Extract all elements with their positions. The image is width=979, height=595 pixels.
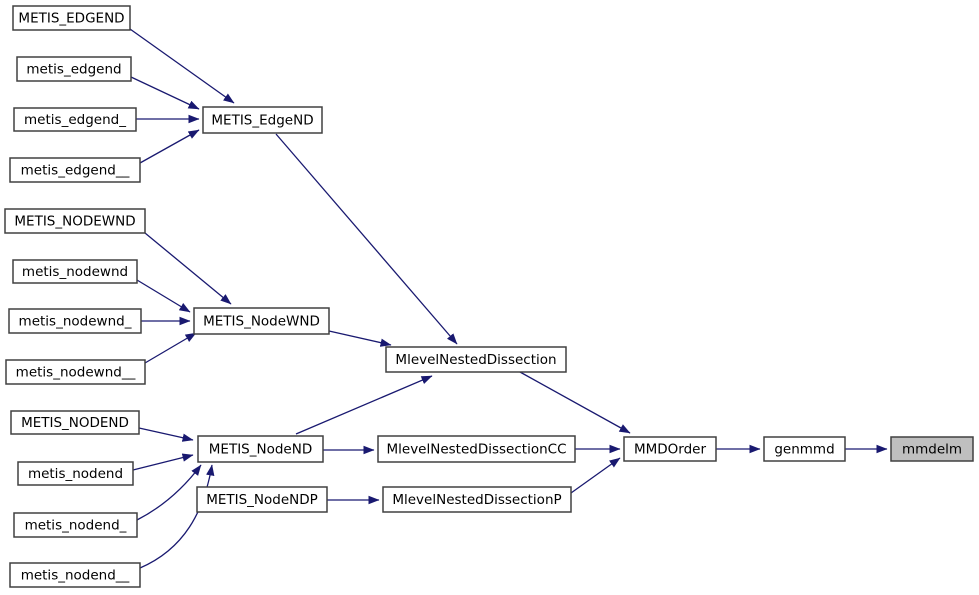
node-label: METIS_NODEND: [21, 415, 129, 431]
node-box[interactable]: [196, 486, 328, 513]
node-label: MlevelNestedDissectionCC: [386, 442, 566, 458]
node-box[interactable]: [12, 259, 138, 284]
node-label: metis_nodewnd_: [19, 314, 132, 330]
edge-METIS_NODEWND-to-METIS_NodeWND: [144, 232, 232, 305]
node-METIS_NODEND[interactable]: METIS_NODEND: [10, 410, 140, 435]
edge-METIS_NodeND-to-MlevelNestedDissection: [295, 375, 433, 435]
edge-metis_nodend-to-METIS_NodeND: [132, 453, 194, 471]
edge-metis_nodend_-to-METIS_NodeND: [136, 464, 202, 521]
node-box[interactable]: [10, 410, 140, 435]
node-label: metis_nodend__: [21, 568, 130, 584]
edge-metis_nodewnd-to-METIS_NodeWND: [136, 279, 191, 313]
node-label: MMDOrder: [634, 442, 707, 458]
node-box[interactable]: [193, 307, 330, 335]
node-label: METIS_EDGEND: [18, 11, 124, 27]
node-metis_edgend_[interactable]: metis_edgend_: [13, 107, 137, 132]
node-MMDOrder[interactable]: MMDOrder: [623, 436, 717, 462]
edge-metis_edgend-to-METIS_EdgeND: [130, 76, 200, 110]
node-metis_nodend__[interactable]: metis_nodend__: [9, 562, 141, 588]
node-label: metis_nodewnd: [22, 264, 128, 280]
node-metis_nodend_[interactable]: metis_nodend_: [13, 512, 138, 538]
graph-edges: [129, 28, 888, 569]
graph-nodes: METIS_EDGEND metis_edgend metis_edgend_ …: [4, 5, 974, 588]
node-box[interactable]: [4, 208, 146, 234]
node-metis_edgend[interactable]: metis_edgend: [16, 56, 132, 82]
edge-MlevelNestedDissectionP-to-MMDOrder: [570, 457, 621, 494]
node-METIS_NODEWND[interactable]: METIS_NODEWND: [4, 208, 146, 234]
edge-METIS_NodeWND-to-MlevelNestedDissection: [328, 330, 392, 347]
edge-metis_nodend__-to-METIS_NodeND: [139, 464, 215, 569]
node-box[interactable]: [17, 461, 134, 486]
node-box[interactable]: [5, 359, 146, 385]
node-METIS_NodeWND[interactable]: METIS_NodeWND: [193, 307, 330, 335]
node-box[interactable]: [623, 436, 717, 462]
node-metis_edgend__[interactable]: metis_edgend__: [9, 157, 141, 183]
node-label: METIS_EdgeND: [211, 113, 313, 129]
node-metis_nodewnd[interactable]: metis_nodewnd: [12, 259, 138, 284]
node-label: METIS_NodeNDP: [206, 492, 318, 508]
node-label: metis_edgend: [26, 62, 121, 78]
node-box[interactable]: [202, 106, 323, 134]
node-box[interactable]: [12, 5, 131, 31]
node-box[interactable]: [377, 435, 576, 463]
node-label: metis_edgend_: [24, 112, 126, 128]
node-metis_nodend[interactable]: metis_nodend: [17, 461, 134, 486]
node-MlevelNestedDissectionP[interactable]: MlevelNestedDissectionP: [382, 486, 572, 513]
edge-METIS_NODEND-to-METIS_NodeND: [138, 427, 194, 442]
node-box[interactable]: [8, 308, 142, 334]
node-label: genmmd: [774, 442, 834, 458]
node-box[interactable]: [9, 157, 141, 183]
node-label: metis_nodend: [28, 466, 123, 482]
node-label: MlevelNestedDissectionP: [392, 492, 561, 508]
node-genmmd[interactable]: genmmd: [763, 436, 846, 462]
node-label: metis_nodend_: [25, 518, 127, 534]
node-box[interactable]: [13, 512, 138, 538]
edge-MlevelNestedDissection-to-MMDOrder: [519, 371, 631, 434]
node-mmdelm-highlighted: mmdelm: [890, 436, 974, 462]
node-box[interactable]: [197, 435, 324, 463]
node-label: METIS_NodeWND: [203, 314, 320, 330]
node-MlevelNestedDissection[interactable]: MlevelNestedDissection: [385, 346, 567, 373]
node-label: METIS_NodeND: [209, 442, 312, 458]
node-box[interactable]: [382, 486, 572, 513]
node-box[interactable]: [385, 346, 567, 373]
edge-METIS_EDGEND-to-METIS_EdgeND: [129, 28, 235, 104]
node-label: metis_nodewnd__: [16, 365, 136, 381]
node-label: METIS_NODEWND: [14, 214, 135, 230]
node-box[interactable]: [13, 107, 137, 132]
node-METIS_NodeNDP[interactable]: METIS_NodeNDP: [196, 486, 328, 513]
node-box[interactable]: [763, 436, 846, 462]
node-MlevelNestedDissectionCC[interactable]: MlevelNestedDissectionCC: [377, 435, 576, 463]
node-box: [890, 436, 974, 462]
node-box[interactable]: [16, 56, 132, 82]
edge-metis_edgend__-to-METIS_EdgeND: [139, 129, 200, 164]
node-label: MlevelNestedDissection: [395, 352, 556, 368]
node-label: mmdelm: [902, 442, 962, 458]
node-metis_nodewnd_[interactable]: metis_nodewnd_: [8, 308, 142, 334]
node-METIS_EdgeND[interactable]: METIS_EdgeND: [202, 106, 323, 134]
node-metis_nodewnd__[interactable]: metis_nodewnd__: [5, 359, 146, 385]
node-METIS_NodeND[interactable]: METIS_NodeND: [197, 435, 324, 463]
edge-metis_nodewnd__-to-METIS_NodeWND: [144, 332, 197, 364]
node-METIS_EDGEND[interactable]: METIS_EDGEND: [12, 5, 131, 31]
edge-METIS_EdgeND-to-MlevelNestedDissection: [275, 133, 458, 345]
node-box[interactable]: [9, 562, 141, 588]
node-label: metis_edgend__: [21, 163, 130, 179]
